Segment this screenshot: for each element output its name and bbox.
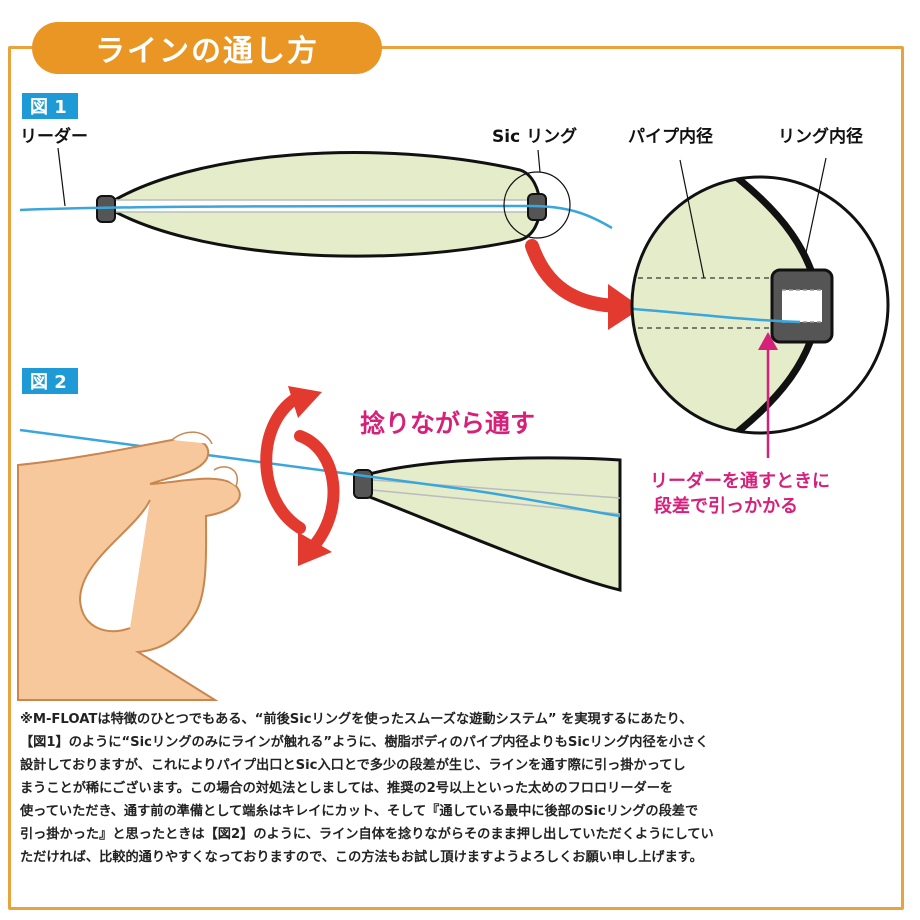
figure-2-tag: 図 2: [22, 368, 78, 394]
rotate-arrows: [260, 386, 340, 566]
hand-illustration: [17, 431, 241, 701]
leader-line: [19, 204, 613, 230]
content-frame: [8, 46, 904, 910]
caption-line: 設計しておりますが、これによりパイプ出口とSic入口とで多少の段差が生じ、ライン…: [20, 758, 686, 773]
callout-line-2: 段差で引っかかる: [654, 495, 798, 517]
caption-line: まうことが稀にございます。この場合の対処法としましては、推奨の2号以上といった太…: [20, 781, 674, 796]
figure-1-tag: 図 1: [22, 93, 78, 119]
page-title: ラインの通し方: [32, 22, 382, 74]
caption-line: 使っていただき、通す前の準備として端糸はキレイにカット、そして『通している最中に…: [20, 804, 699, 819]
zoom-detail: [630, 157, 890, 435]
callout-line-1: リーダーを通すときに: [650, 470, 830, 492]
caption-line: ※M-FLOATは特徴のひとつでもある、“前後Sicリングを使ったスムーズな遊動…: [20, 712, 693, 727]
caption-line: 【図1】のように“Sicリングのみにラインが触れる”ように、樹脂ボディのパイプ内…: [20, 735, 709, 750]
float-body-figure-2: [19, 428, 622, 592]
zoom-arrow-head: [608, 284, 642, 330]
callout-arrow-head: [758, 332, 778, 350]
label-pipe-diameter: パイプ内径: [628, 126, 713, 147]
caption-line: 引っ掛かった』と思ったときは【図2】のように、ライン自体を捻りながらそのまま押し…: [20, 827, 714, 842]
label-twist-action: 捻りながら通す: [360, 409, 535, 438]
float-body-figure-1: [19, 147, 613, 258]
label-ring-diameter: リング内径: [778, 126, 863, 147]
label-leader: リーダー: [20, 126, 88, 147]
label-sic-ring: Sic リング: [492, 126, 577, 147]
caption-line: ただければ、比較的通りやすくなっておりますので、この方法もお試し頂けますようよろ…: [20, 850, 703, 865]
caption-text: ※M-FLOATは特徴のひとつでもある、“前後Sicリングを使ったスムーズな遊動…: [20, 708, 900, 869]
zoom-marker-circle: [503, 171, 571, 239]
